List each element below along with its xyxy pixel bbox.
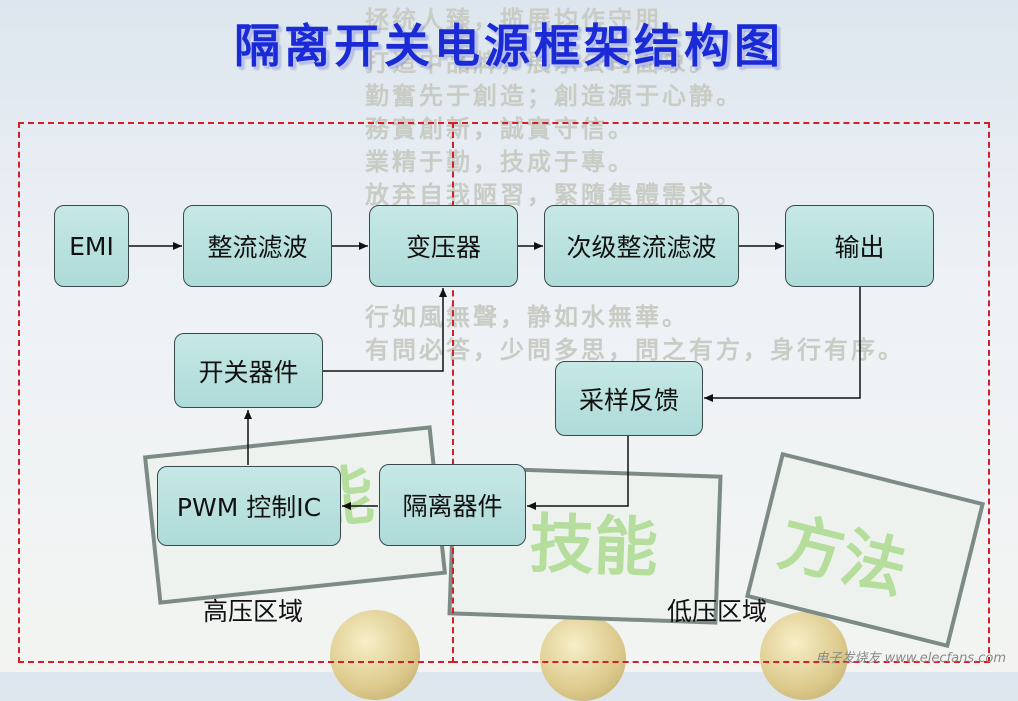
isolation-device-block: 隔离器件 [379,464,526,546]
sampling-feedback-block: 采样反馈 [555,361,703,436]
low-voltage-region [452,122,990,663]
background-motto-line: 行如風無聲，静如水無華。 [365,303,689,331]
rectifier-filter-block: 整流滤波 [183,205,332,287]
emi-block: EMI [54,205,129,287]
pwm-controller-block: PWM 控制IC [157,466,341,546]
background-motto-line: 拯统人臻，揽展均作守朋。 [365,6,689,34]
page-title: 隔离开关电源框架结构图 [234,19,784,73]
background-motto-line: 務實創新，誠實守信。 [365,115,635,143]
background-motto-line: 放弃自我陋習，緊隨集體需求。 [365,181,743,209]
slide: 技能 方法 技能 拯统人臻，揽展均作守朋。 打造中品牌，展示公司面象。 勤奮先于… [18,6,1006,701]
arrow-switch-to-transformer [323,288,447,372]
secondary-rectifier-filter-block: 次级整流滤波 [544,205,739,287]
background-motto-line: 勤奮先于創造；創造源于心静。 [365,82,743,110]
arrow-feedback-to-isolation [527,436,629,510]
low-voltage-region-label: 低压区域 [667,597,768,626]
background-motto-line: 打造中品牌，展示公司面象。 [365,49,716,77]
switch-device-block: 开关器件 [174,333,323,408]
connector-arrows [129,242,861,510]
transformer-block: 变压器 [369,205,518,287]
output-block: 输出 [785,205,934,287]
high-voltage-region-label: 高压区域 [203,597,304,626]
background-motto-line: 業精于勤，技成于專。 [365,148,635,176]
background-motto-line: 有問必答，少問多思，問之有方，身行有序。 [365,336,905,364]
arrow-output-to-feedback [704,287,861,402]
watermark-logo: 电子发烧友 www.elecfans.com [815,651,1006,666]
